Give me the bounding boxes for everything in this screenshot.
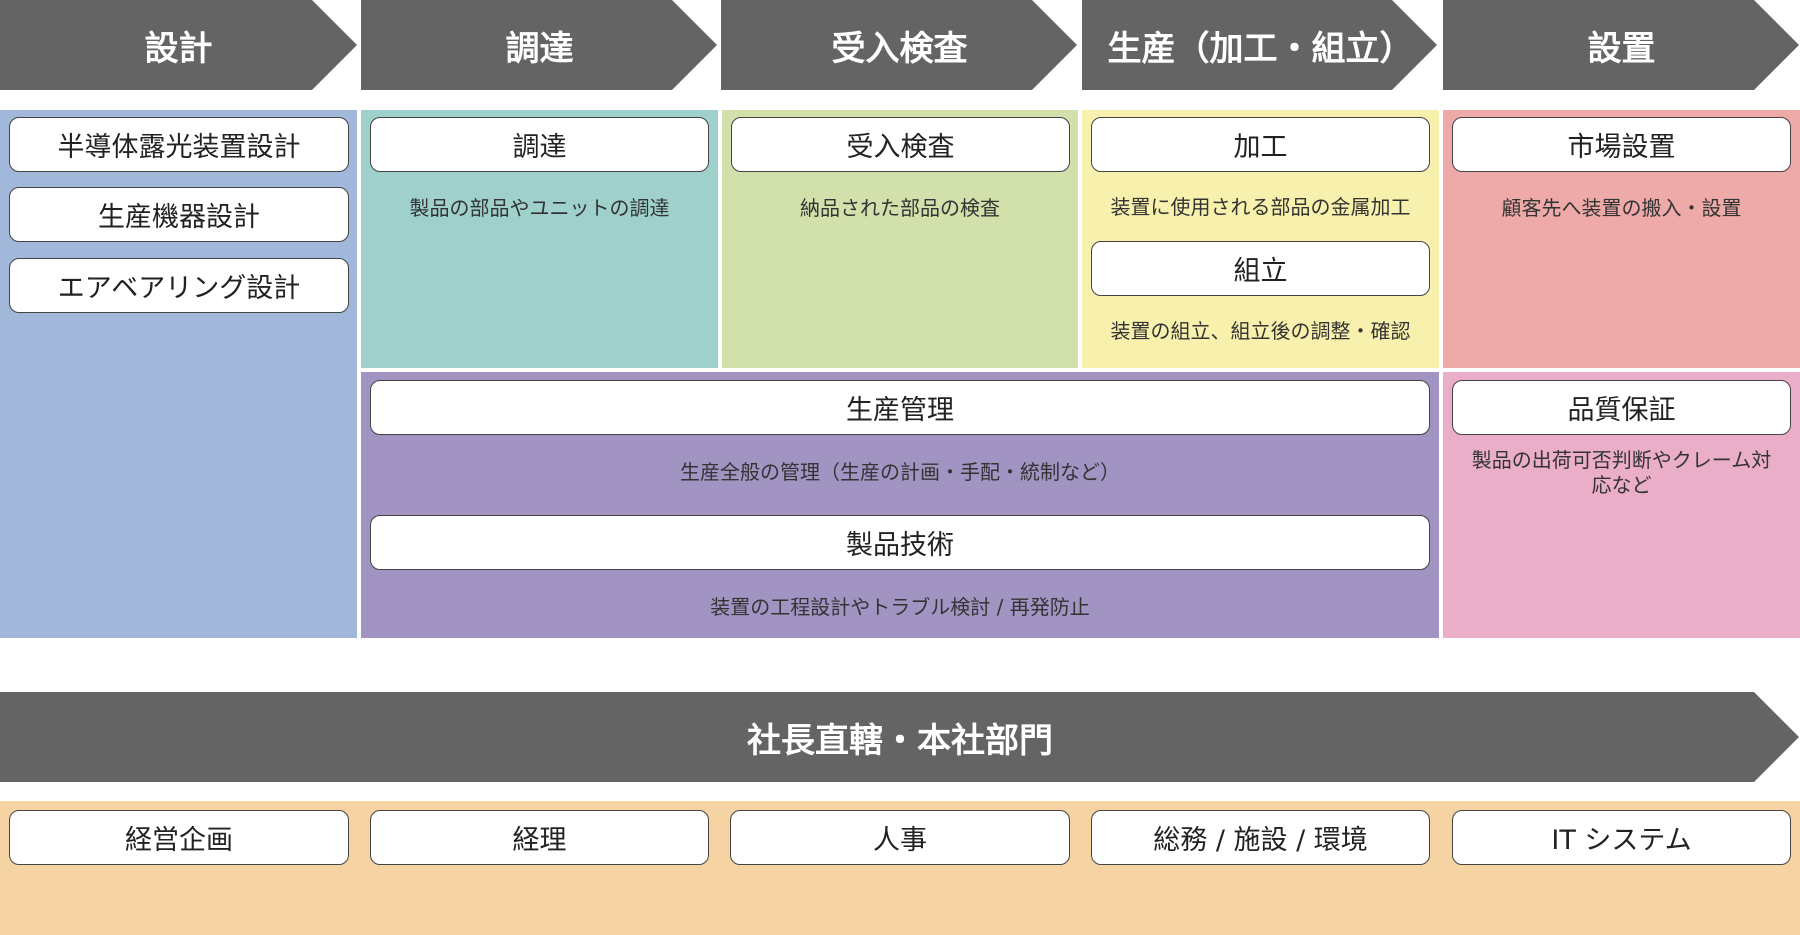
processing-title: 加工 — [1091, 117, 1430, 172]
inspection-title: 受入検査 — [731, 117, 1070, 172]
header-arrow-procurement — [361, 0, 717, 90]
header-installation: 設置 — [1587, 28, 1656, 69]
header-production: 生産（加工・組立） — [1107, 28, 1414, 69]
processing-desc: 装置に使用される部品の金属加工 — [1110, 195, 1411, 219]
assembly-title: 組立 — [1091, 241, 1430, 296]
procurement-title: 調達 — [370, 117, 709, 172]
design-item-air-bearing: エアベアリング設計 — [9, 258, 349, 313]
design-item-exposure: 半導体露光装置設計 — [9, 117, 349, 172]
installation-title: 市場設置 — [1452, 117, 1791, 172]
hq-item-hr: 人事 — [730, 810, 1070, 865]
production-mgmt-panel: 生産管理 生産全般の管理（生産の計画・手配・統制など） 製品技術 装置の工程設計… — [361, 372, 1439, 638]
production-mgmt-title: 生産管理 — [370, 380, 1430, 435]
inspection-panel: 受入検査 納品された部品の検査 — [722, 110, 1078, 368]
header-arrow-installation — [1443, 0, 1799, 90]
header-inspection: 受入検査 — [831, 28, 968, 69]
hq-item-corporate-planning: 経営企画 — [9, 810, 349, 865]
header-arrow-inspection — [721, 0, 1077, 90]
design-panel: 半導体露光装置設計 生産機器設計 エアベアリング設計 — [0, 110, 357, 638]
hq-title: 社長直轄・本社部門 — [747, 720, 1053, 761]
procurement-desc: 製品の部品やユニットの調達 — [409, 196, 670, 220]
production-mgmt-desc: 生産全般の管理（生産の計画・手配・統制など） — [680, 460, 1120, 484]
hq-item-it-system: IT システム — [1452, 810, 1791, 865]
quality-title: 品質保証 — [1452, 380, 1791, 435]
hq-item-accounting: 経理 — [370, 810, 709, 865]
header-procurement: 調達 — [505, 28, 574, 69]
procurement-panel: 調達 製品の部品やユニットの調達 — [361, 110, 718, 368]
header-arrow-design — [0, 0, 357, 90]
hq-header-arrow — [0, 692, 1799, 782]
installation-panel: 市場設置 顧客先へ装置の搬入・設置 — [1443, 110, 1800, 368]
quality-desc: 製品の出荷可否判断やクレーム対応など — [1471, 448, 1772, 497]
header-arrow-production — [1082, 0, 1437, 90]
header-design: 設計 — [144, 28, 213, 69]
installation-desc: 顧客先へ装置の搬入・設置 — [1501, 196, 1742, 220]
hq-item-general-affairs: 総務 / 施設 / 環境 — [1091, 810, 1430, 865]
product-tech-desc: 装置の工程設計やトラブル検討 / 再発防止 — [710, 595, 1090, 619]
inspection-desc: 納品された部品の検査 — [800, 196, 1000, 220]
product-tech-title: 製品技術 — [370, 515, 1430, 570]
assembly-desc: 装置の組立、組立後の調整・確認 — [1110, 319, 1411, 343]
production-panel: 加工 装置に使用される部品の金属加工 組立 装置の組立、組立後の調整・確認 — [1082, 110, 1439, 368]
design-item-production-equipment: 生産機器設計 — [9, 187, 349, 242]
quality-panel: 品質保証 製品の出荷可否判断やクレーム対応など — [1443, 372, 1800, 638]
hq-band: 経営企画 経理 人事 総務 / 施設 / 環境 IT システム — [0, 801, 1800, 935]
